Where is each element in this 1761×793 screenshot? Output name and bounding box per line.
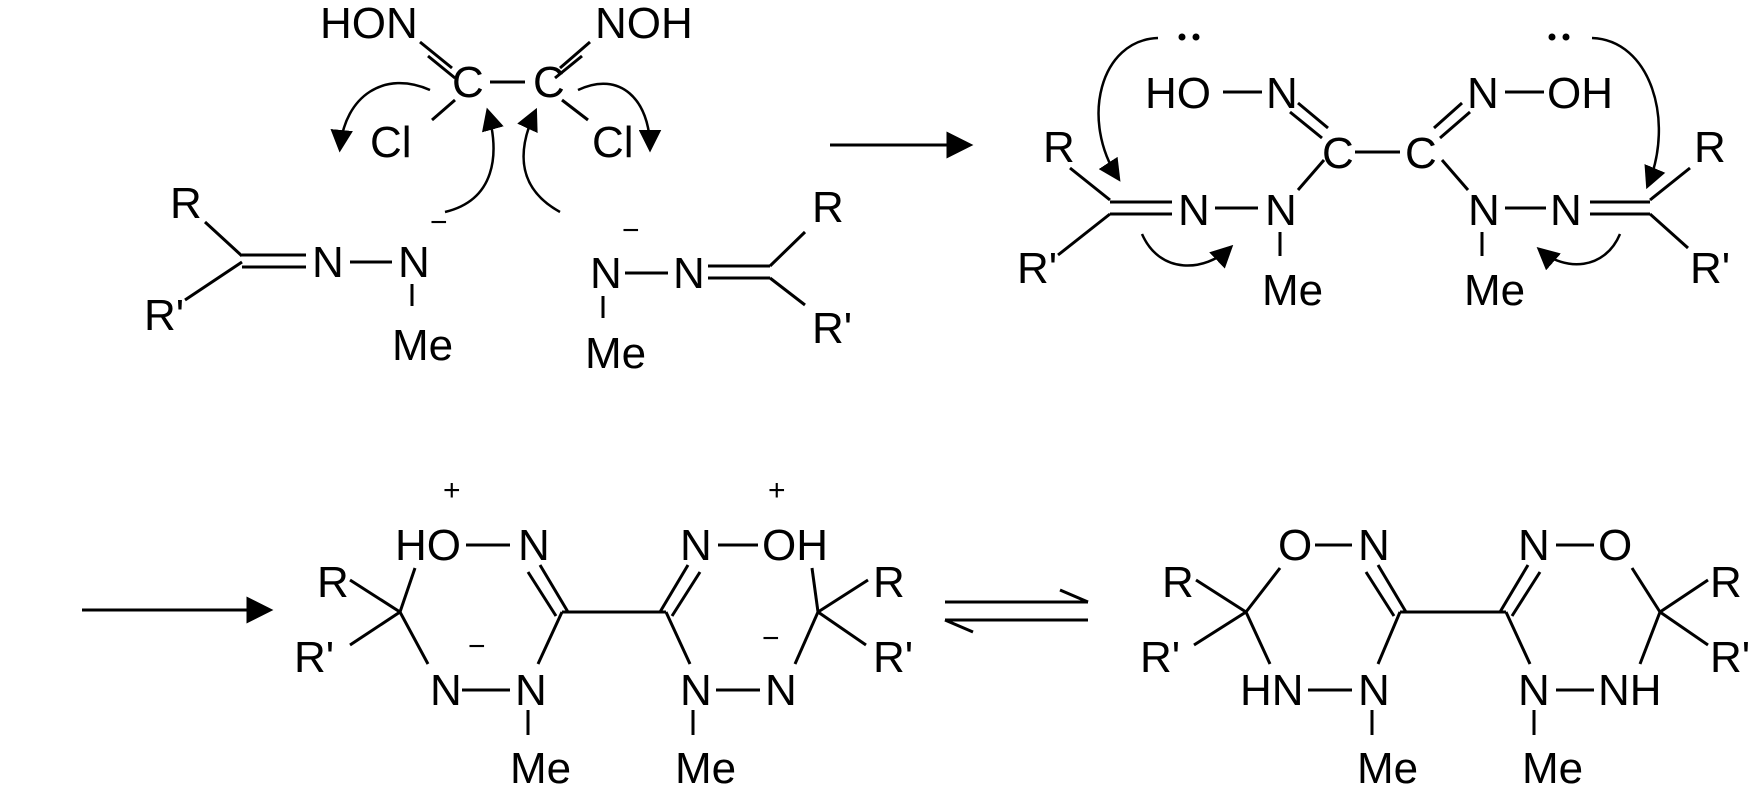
left-me-label: Me: [1262, 266, 1323, 315]
ring-o-right-label: O: [1598, 521, 1632, 570]
right-hydrazone-rprime-label: R': [812, 304, 852, 353]
carbon-1-label: C: [1322, 129, 1354, 178]
hydroxyl-ho-label: HO: [1145, 69, 1211, 118]
panel-2-curly-arrows: [1097, 36, 1666, 271]
ring-n-top-right-label: N: [1518, 521, 1550, 570]
carbon-2-label: C: [1405, 129, 1437, 178]
right-hydrazone-n2-label: N: [673, 249, 705, 298]
ring-n-bl2-label: N: [515, 666, 547, 715]
ring-n-right-label: N: [1518, 666, 1550, 715]
left-r-label: R: [1043, 123, 1075, 172]
left-hydrazone-r-label: R: [170, 179, 202, 228]
panel-4-product: O N N O R R' R R' HN N N NH Me Me: [1140, 521, 1750, 793]
left-hydrazone-charge: −: [430, 206, 448, 239]
ring-hn-label: HN: [1240, 666, 1304, 715]
ring-n-top-right-label: N: [680, 521, 712, 570]
right-hydrazone-me-label: Me: [585, 329, 646, 378]
right-hydrazone-charge: −: [622, 214, 640, 247]
amide-minus-left: −: [468, 630, 486, 663]
panel-1-curly-arrows: [330, 81, 662, 214]
chloride-1-label: Cl: [370, 118, 412, 167]
right-me-label: Me: [675, 744, 736, 793]
hydrazone-n-d-label: N: [1550, 186, 1582, 235]
amide-minus-right: −: [762, 622, 780, 655]
right-me-label: Me: [1522, 744, 1583, 793]
ring-n-left-label: N: [1358, 666, 1390, 715]
left-hydrazone-me-label: Me: [392, 321, 453, 370]
ring-o-left-label: O: [1278, 521, 1312, 570]
hydroxyl-ho-label: HO: [395, 521, 461, 570]
left-me-label: Me: [510, 744, 571, 793]
oxime-n-right-label: N: [1467, 69, 1499, 118]
ring-nh-label: NH: [1598, 666, 1662, 715]
right-rprime-label: R': [873, 633, 913, 682]
left-rprime-label: R': [294, 633, 334, 682]
hydrazone-n-c-label: N: [1468, 186, 1500, 235]
panel-2-intermediate: HO N N OH C C R R' N N N N R R' Me Me: [1017, 33, 1730, 315]
right-r-label: R: [1710, 558, 1742, 607]
hydrazone-n-b-label: N: [1265, 186, 1297, 235]
left-r-label: R: [1162, 558, 1194, 607]
right-rprime-label: R': [1690, 244, 1730, 293]
chloride-2-label: Cl: [592, 118, 634, 167]
equilibrium-arrow: [944, 588, 1089, 634]
ring-n-top-left-label: N: [1358, 521, 1390, 570]
left-hydrazone-bonds: [184, 220, 414, 306]
right-hydrazone-n1-label: N: [590, 249, 622, 298]
right-hydrazone-bonds: [601, 230, 807, 318]
oxime-n-left-label: N: [1266, 69, 1298, 118]
left-r-label: R: [317, 558, 349, 607]
right-r-label: R: [1694, 123, 1726, 172]
right-rprime-label: R': [1710, 633, 1750, 682]
oxime-hon-label: HON: [320, 0, 418, 48]
glyoxime-bonds: [419, 40, 591, 122]
left-hydrazone-n1-label: N: [312, 238, 344, 287]
panel-3-zwitterion: + + HO N N OH R R' R R' − − N N N N Me M…: [294, 474, 913, 793]
carbon-1-label: C: [452, 58, 484, 107]
panel-2-bonds: [1057, 90, 1691, 257]
panel-1-reactants: HON NOH C C Cl Cl R R' N N − Me: [144, 0, 852, 378]
ring-n-br1-label: N: [680, 666, 712, 715]
lone-pair-dots: [1178, 33, 1570, 41]
left-rprime-label: R': [1017, 244, 1057, 293]
oxonium-plus-right: +: [768, 474, 786, 507]
left-hydrazone-n2-label: N: [398, 238, 430, 287]
right-hydrazone-r-label: R: [812, 183, 844, 232]
left-rprime-label: R': [1140, 633, 1180, 682]
hydroxyl-oh-label: OH: [762, 521, 828, 570]
ring-n-br2-label: N: [765, 666, 797, 715]
ring-n-bl1-label: N: [430, 666, 462, 715]
oxime-noh-label: NOH: [595, 0, 693, 48]
oxonium-plus-left: +: [443, 474, 461, 507]
right-r-label: R: [873, 558, 905, 607]
left-me-label: Me: [1357, 744, 1418, 793]
panel-4-bonds: [1193, 543, 1709, 735]
right-me-label: Me: [1464, 266, 1525, 315]
carbon-2-label: C: [533, 58, 565, 107]
hydroxyl-oh-label: OH: [1547, 69, 1613, 118]
left-hydrazone-rprime-label: R': [144, 291, 184, 340]
panel-3-bonds: [349, 543, 869, 735]
hydrazone-n-a-label: N: [1178, 186, 1210, 235]
ring-n-top-left-label: N: [518, 521, 550, 570]
